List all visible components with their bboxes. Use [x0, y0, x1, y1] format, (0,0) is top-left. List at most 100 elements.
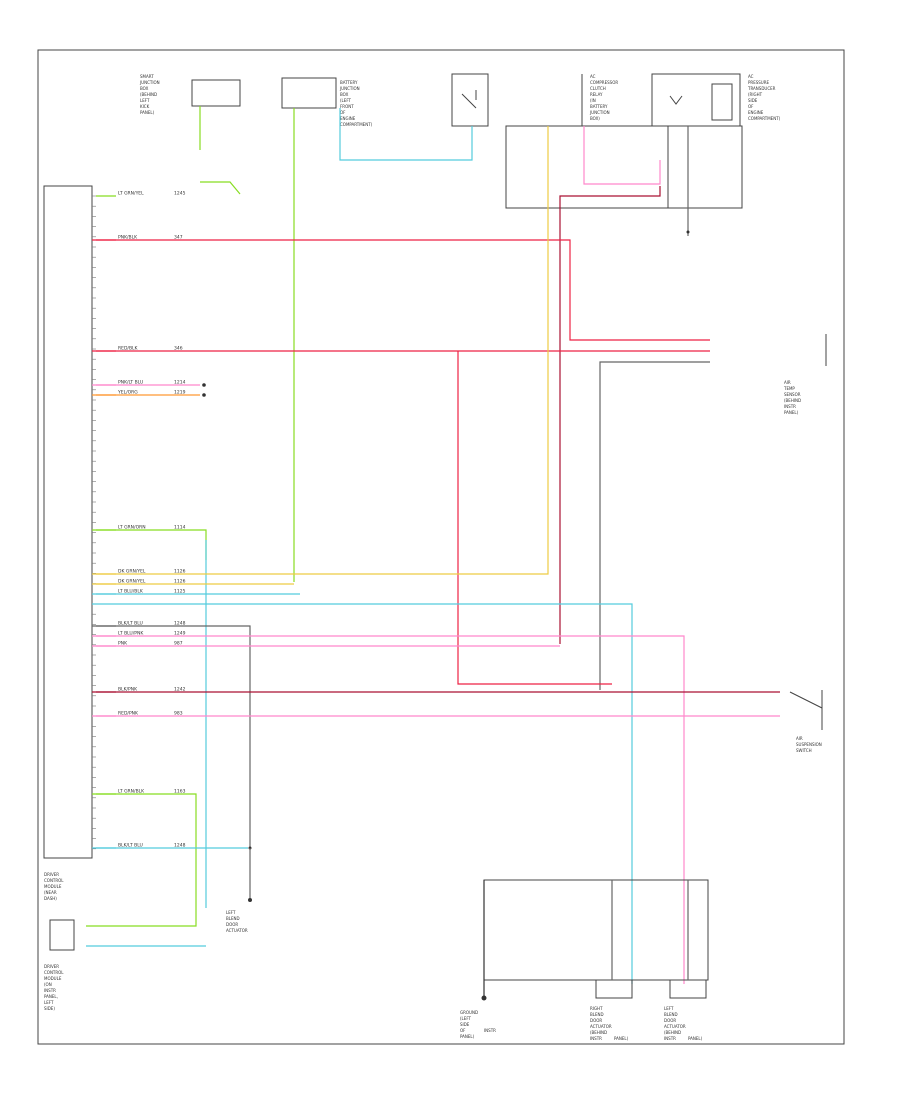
transducer-symbol [669, 95, 683, 105]
smart-junction-box [191, 79, 241, 107]
lbd2-line-4: (BEHIND [664, 1030, 681, 1035]
sjb-line-6: PANEL) [140, 110, 155, 115]
wire-pnk-blk-347 [92, 239, 710, 341]
rbd-line-2: DOOR [590, 1018, 602, 1023]
ats-line-5: PANEL) [784, 410, 799, 415]
module-lower-line-6: LEFT [44, 1000, 54, 1005]
wire-label: LT BLU/PNK [118, 631, 144, 637]
module-label-line-2: MODULE [44, 884, 62, 889]
bjb-line-5: OF [340, 110, 346, 115]
splice-top [686, 230, 690, 234]
lbd2-line-6: PANEL) [688, 1036, 703, 1041]
wire-label: RED/BLK [118, 346, 139, 352]
apt-line-1: PRESSURE [748, 80, 770, 85]
relay-switch-symbol [461, 90, 477, 109]
lbd-line-2: DOOR [226, 922, 238, 927]
circuit-code: 1214 [174, 380, 186, 386]
relay-label: AC COMPRESSOR CLUTCH RELAY (IN BATTERY J… [589, 74, 618, 121]
ground-label: GROUND (LEFT SIDE OF INSTR PANEL) [460, 1010, 496, 1039]
bjb-line-2: BOX [340, 92, 349, 97]
left-blend-door-actuator [669, 979, 707, 999]
ass-line-0: AIR [796, 736, 803, 741]
smart-junction-label: SMART JUNCTION BOX (BEHIND LEFT KICK PAN… [139, 74, 160, 115]
ats-line-3: (BEHIND [784, 398, 801, 403]
circuit-code: 1219 [174, 390, 186, 396]
module-label-line-1: CONTROL [44, 878, 64, 883]
lbd-line-3: ACTUATOR [226, 928, 248, 933]
wire-blk-ltblu-1248 [92, 625, 251, 848]
battery-junction-box [281, 77, 337, 109]
circuit-code: 1114 [174, 525, 186, 531]
circuit-code: 1163 [174, 789, 186, 795]
module-lower-line-5: PANEL, [44, 994, 58, 999]
sjb-line-1: JUNCTION [139, 80, 160, 85]
bjb-line-4: FRONT [340, 104, 354, 109]
ac-clutch-relay [451, 73, 489, 127]
left-blend-door2-label: LEFT BLEND DOOR ACTUATOR (BEHIND INSTR P… [664, 1006, 703, 1041]
wire-label: LT BLU/BLK [118, 589, 144, 595]
relay-line-0: AC [590, 74, 596, 79]
circuit-code: 1242 [174, 687, 186, 693]
module-label-line-4: DASH) [44, 896, 57, 901]
gnd-line-2: SIDE [460, 1022, 470, 1027]
rbd-line-3: ACTUATOR [590, 1024, 612, 1029]
wire-ltblu-pnk-1249 [92, 635, 685, 984]
right-blend-door-label: RIGHT BLEND DOOR ACTUATOR (BEHIND INSTR … [590, 1006, 629, 1041]
circuit-code: 1126 [174, 569, 186, 575]
module-label-line-3: (NEAR [44, 890, 57, 895]
lbd2-line-1: BLEND [664, 1012, 678, 1017]
wire-label: YEL/ORG [117, 390, 138, 396]
apt-line-5: OF [748, 104, 754, 109]
module-lower-line-3: (ON [44, 982, 52, 987]
circuit-code: 987 [174, 641, 183, 647]
wire-bjb-cyan [339, 108, 473, 161]
module-lower-line-0: DRIVER [44, 964, 59, 969]
bjb-line-7: COMPARTMENT) [340, 122, 373, 127]
apt-line-7: COMPARTMENT) [748, 116, 781, 121]
transducer-label: AC PRESSURE TRANSDUCER (RIGHT SIDE OF EN… [747, 74, 781, 121]
wire-label: RED/PNK [118, 711, 139, 717]
wire-relay-pink [583, 126, 661, 185]
module-lower-label: DRIVER CONTROL MODULE (ON INSTR PANEL, L… [44, 964, 64, 1011]
pin-cap-2 [202, 393, 206, 397]
wire-label: PNK [118, 641, 128, 647]
relay-line-3: RELAY [590, 92, 603, 97]
module-lower-line-7: SIDE) [44, 1006, 55, 1011]
wire-label: DK GRN/YEL [118, 569, 146, 575]
wire-cyan-long [92, 603, 633, 984]
gnd-line-0: GROUND [460, 1010, 478, 1015]
module-connector-lower [49, 919, 75, 951]
battery-junction-label: BATTERY JUNCTION BOX (LEFT FRONT OF ENGI… [339, 80, 373, 127]
lbd-line-1: BLEND [226, 916, 240, 921]
transducer-body [711, 83, 733, 121]
circuit-code: 1245 [174, 191, 186, 197]
sjb-line-0: SMART [140, 74, 154, 79]
sjb-line-5: KICK [140, 104, 150, 109]
ats-line-0: AIR [784, 380, 791, 385]
apt-line-3: (RIGHT [748, 92, 763, 97]
circuit-code: 1126 [174, 579, 186, 585]
gnd-line-5: PANEL) [460, 1034, 475, 1039]
sjb-line-3: (BEHIND [140, 92, 157, 97]
lbd2-line-0: LEFT [664, 1006, 674, 1011]
wire-label: LT GRN/BLK [118, 789, 145, 795]
apt-line-0: AC [748, 74, 754, 79]
circuit-code: 1125 [174, 589, 186, 595]
wire-sjb-feed [199, 106, 241, 195]
connector-pins [92, 195, 96, 850]
wire-label: PNK/BLK [118, 235, 138, 241]
wire-label: BLK/LT BLU [118, 843, 143, 849]
bottom-enclosure [483, 879, 709, 981]
module-lower-line-2: MODULE [44, 976, 62, 981]
module-label-left: DRIVER CONTROL MODULE (NEAR DASH) [44, 872, 64, 901]
air-suspension-label: AIR SUSPENSION SWITCH [796, 736, 822, 753]
diagram-frame [37, 49, 845, 1045]
left-blend-door-label: LEFT BLEND DOOR ACTUATOR [226, 910, 248, 933]
wire-ltgrn-orn-1114 [92, 529, 207, 560]
circuit-code: 1248 [174, 621, 186, 627]
rbd-line-0: RIGHT [590, 1006, 603, 1011]
relay-line-1: COMPRESSOR [590, 80, 618, 85]
relay-line-6: JUNCTION [589, 110, 610, 115]
ass-line-2: SWITCH [796, 748, 812, 753]
